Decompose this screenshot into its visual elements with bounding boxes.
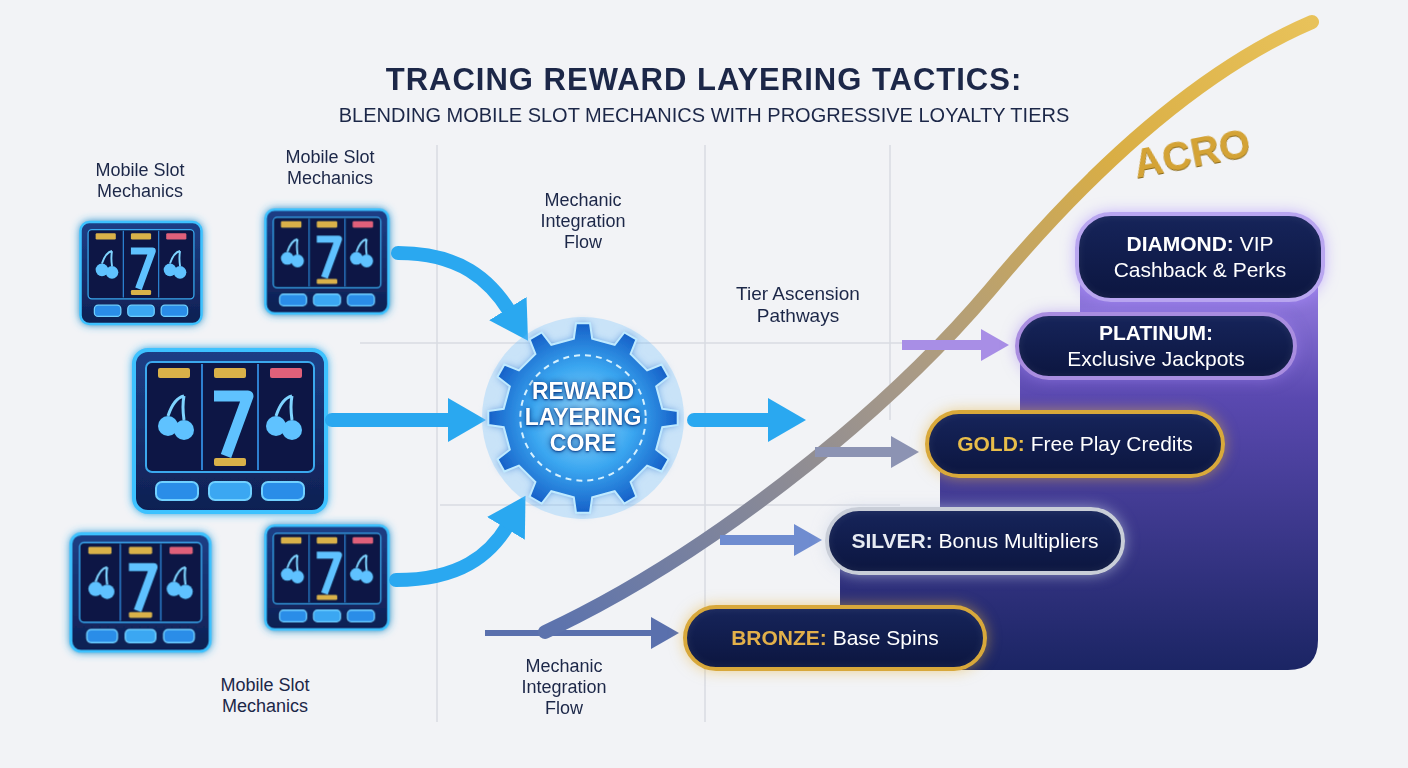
node-text: DIAMOND: VIP Cashback & Perks bbox=[1097, 231, 1303, 282]
gear-halo bbox=[482, 317, 684, 519]
slot-machines bbox=[71, 210, 389, 652]
node-label: REWARD LAYERING CORE bbox=[525, 378, 642, 456]
tier-arrow bbox=[485, 630, 655, 636]
slot-machine bbox=[134, 350, 326, 512]
section-label: Mechanic Integration Flow bbox=[508, 656, 620, 720]
section-label: Mechanic Integration Flow bbox=[527, 190, 639, 254]
core-gear: REWARD LAYERING CORE bbox=[488, 323, 678, 513]
tier-arrow bbox=[720, 535, 798, 545]
tier-pill: SILVER: Bonus Multipliers bbox=[825, 507, 1125, 575]
section-label: Mobile Slot Mechanics bbox=[195, 675, 335, 717]
flow-arrow bbox=[396, 525, 508, 580]
tier-name: BRONZE: bbox=[731, 626, 827, 649]
tier-name: DIAMOND: bbox=[1126, 232, 1233, 255]
node-label: Free Play Credits bbox=[1031, 432, 1193, 455]
flow-arrow bbox=[332, 413, 452, 427]
flow-arrows bbox=[332, 253, 772, 580]
node-label: Bonus Multipliers bbox=[939, 529, 1099, 552]
section-label: Tier Ascension Pathways bbox=[728, 283, 868, 328]
tier-arrow bbox=[815, 447, 895, 457]
slot-machine bbox=[266, 210, 389, 314]
tier-name: SILVER: bbox=[851, 529, 932, 552]
flow-arrow bbox=[398, 253, 510, 312]
tier-pill: PLATINUM:Exclusive Jackpots bbox=[1015, 312, 1297, 380]
node-label: Base Spins bbox=[833, 626, 939, 649]
diagram-title: TRACING REWARD LAYERING TACTICS: bbox=[0, 62, 1408, 98]
node-text: REWARD LAYERING CORE bbox=[508, 379, 658, 456]
tier-pill: DIAMOND: VIP Cashback & Perks bbox=[1075, 212, 1325, 302]
node-text: SILVER: Bonus Multipliers bbox=[847, 528, 1103, 554]
tier-pill: GOLD: Free Play Credits bbox=[925, 410, 1225, 478]
slot-machine bbox=[71, 534, 210, 651]
node-label: Exclusive Jackpots bbox=[1067, 347, 1244, 370]
node-text: PLATINUM:Exclusive Jackpots bbox=[1037, 320, 1275, 371]
gear-ring bbox=[520, 355, 645, 480]
tier-arrow bbox=[902, 340, 985, 350]
tier-name: GOLD: bbox=[957, 432, 1025, 455]
subtitle: BLENDING MOBILE SLOT MECHANICS WITH PROG… bbox=[0, 104, 1408, 128]
section-label: Mobile Slot Mechanics bbox=[70, 160, 210, 202]
slot-machine bbox=[266, 526, 389, 630]
flow-arrow bbox=[694, 413, 772, 427]
gear-outline bbox=[488, 323, 677, 512]
tier-name: PLATINUM: bbox=[1037, 320, 1275, 346]
node-text: GOLD: Free Play Credits bbox=[947, 431, 1203, 457]
grid-lines bbox=[360, 145, 1000, 722]
slot-machine bbox=[81, 222, 202, 324]
tier-pill: BRONZE: Base Spins bbox=[683, 605, 987, 671]
section-label: Mobile Slot Mechanics bbox=[260, 147, 400, 189]
node-text: BRONZE: Base Spins bbox=[705, 625, 965, 651]
